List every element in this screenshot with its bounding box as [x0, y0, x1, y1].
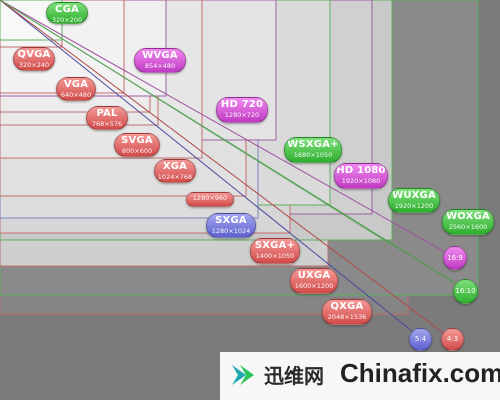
ratio-4-3-label: 4:3 [446, 335, 459, 343]
label-qxga-res: 2048×1536 [327, 313, 367, 321]
label-cga-name: CGA [55, 4, 79, 15]
label-wvga-name: WVGA [142, 50, 178, 61]
label-wvga: WVGA 854×480 [134, 48, 186, 73]
label-woxga: WOXGA 2560×1600 [442, 209, 494, 235]
label-hd720: HD 720 1280×720 [216, 97, 268, 123]
chinafix-logo-icon [232, 365, 254, 385]
label-svga: SVGA 800×600 [114, 133, 160, 157]
label-wuxga-name: WUXGA [392, 190, 436, 201]
aspect-ratio-lines [0, 0, 467, 339]
ratio-16-9-badge: 16:9 [443, 246, 467, 270]
label-xga: XGA 1024×768 [154, 159, 196, 183]
label-svga-res: 800×600 [121, 147, 153, 155]
line-16-10-b [0, 0, 391, 245]
label-hd1080: HD 1080 1920×1080 [334, 163, 388, 189]
label-sxgaplus: SXGA+ 1400×1050 [250, 238, 300, 264]
label-woxga-name: WOXGA [446, 211, 490, 222]
label-wuxga: WUXGA 1920×1200 [388, 188, 440, 213]
line-16-9 [0, 0, 453, 257]
label-hd1080-name: HD 1080 [336, 165, 386, 176]
label-qxga: QXGA 2048×1536 [322, 299, 372, 325]
line-5-4 [0, 0, 419, 337]
ratio-16-10-label: 16:10 [455, 287, 476, 295]
label-sxgaplus-res: 1400×1050 [255, 252, 295, 260]
label-qxga-name: QXGA [330, 301, 364, 312]
label-wsxgaplus: WSXGA+ 1680×1050 [284, 137, 342, 163]
label-hd1080-res: 1920×1080 [341, 177, 381, 185]
label-uxga-name: UXGA [297, 270, 331, 281]
label-qvga-res: 320×240 [18, 61, 50, 69]
label-vga-res: 640×480 [60, 91, 92, 99]
label-hd720-res: 1280×720 [224, 111, 260, 119]
ratio-4-3-badge: 4:3 [441, 328, 464, 351]
label-sxga: SXGA 1280×1024 [206, 213, 256, 238]
label-vga: VGA 640×480 [56, 77, 96, 101]
label-r1280x960: 1280×960 [186, 192, 234, 207]
label-svga-name: SVGA [121, 135, 153, 146]
label-vga-name: VGA [63, 79, 89, 90]
label-xga-res: 1024×768 [157, 173, 193, 181]
label-wuxga-res: 1920×1200 [394, 202, 434, 210]
label-qvga-name: QVGA [17, 49, 51, 60]
label-uxga-res: 1600×1200 [294, 282, 334, 290]
label-woxga-res: 2560×1600 [448, 223, 488, 231]
label-xga-name: XGA [162, 161, 188, 172]
label-cga-res: 320×200 [51, 16, 83, 24]
label-wsxgaplus-res: 1680×1050 [293, 151, 333, 159]
watermark-en-text: Chinafix.com [340, 358, 500, 388]
line-4-3 [0, 0, 451, 339]
label-cga: CGA 320×200 [46, 2, 88, 24]
ratio-16-9-label: 16:9 [447, 254, 463, 262]
watermark-cn-text: 迅维网 [264, 364, 324, 388]
label-pal: PAL 768×576 [86, 106, 128, 130]
label-wvga-res: 854×480 [144, 62, 176, 70]
label-qvga: QVGA 320×240 [13, 47, 55, 71]
resolution-frames [0, 0, 479, 315]
label-sxgaplus-name: SXGA+ [254, 240, 296, 251]
ratio-5-4-label: 5:4 [414, 335, 427, 343]
watermark: 迅维网 Chinafix.com [220, 352, 500, 400]
label-r1280x960-res: 1280×960 [192, 194, 228, 202]
ratio-5-4-badge: 5:4 [409, 328, 432, 351]
label-pal-res: 768×576 [91, 120, 123, 128]
label-wsxgaplus-name: WSXGA+ [287, 139, 339, 150]
ratio-16-10-badge: 16:10 [453, 279, 478, 304]
label-hd720-name: HD 720 [220, 99, 264, 110]
label-uxga: UXGA 1600×1200 [290, 268, 338, 294]
label-sxga-res: 1280×1024 [211, 227, 251, 235]
label-pal-name: PAL [96, 108, 118, 119]
label-sxga-name: SXGA [215, 215, 247, 226]
